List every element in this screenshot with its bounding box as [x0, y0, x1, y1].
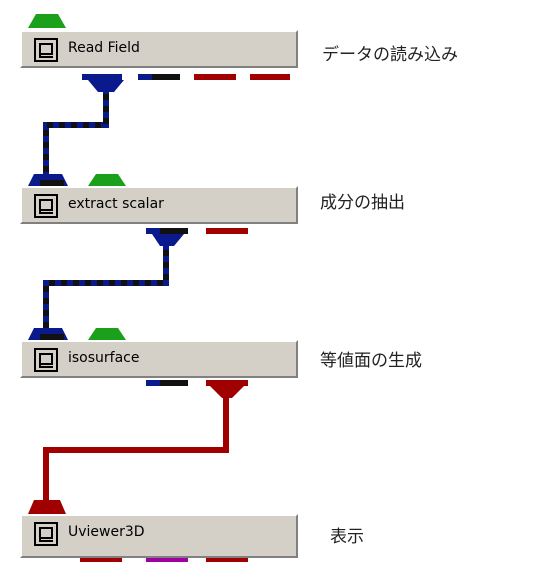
- module-icon[interactable]: [34, 522, 58, 546]
- input-port-geom[interactable]: [28, 500, 66, 514]
- output-port-geom[interactable]: [206, 380, 248, 398]
- module-icon[interactable]: [34, 194, 58, 218]
- connection-wire-field[interactable]: [43, 82, 109, 178]
- module-caption: 成分の抽出: [320, 193, 405, 213]
- input-port-param[interactable]: [28, 14, 66, 28]
- module-label: Read Field: [68, 40, 140, 56]
- output-port-extra[interactable]: [250, 74, 290, 80]
- output-port-geom[interactable]: [206, 228, 248, 234]
- connection-wire-scalar[interactable]: [43, 238, 169, 332]
- output-port-scalar[interactable]: [146, 228, 188, 246]
- module-label: extract scalar: [68, 196, 164, 212]
- module-uviewer3d[interactable]: Uviewer3D: [20, 514, 298, 558]
- input-port-param[interactable]: [88, 174, 126, 186]
- output-port-geom-2[interactable]: [206, 556, 248, 562]
- module-label: Uviewer3D: [68, 524, 145, 540]
- module-icon[interactable]: [34, 38, 58, 62]
- output-port-geom[interactable]: [194, 74, 236, 80]
- input-port-param[interactable]: [88, 328, 126, 340]
- output-port-field[interactable]: [82, 74, 124, 92]
- module-extract-scalar[interactable]: extract scalar: [20, 186, 298, 224]
- module-icon[interactable]: [34, 348, 58, 372]
- output-port-extra[interactable]: [146, 556, 188, 562]
- module-isosurface[interactable]: isosurface: [20, 340, 298, 378]
- module-label: isosurface: [68, 350, 140, 366]
- module-caption: 等値面の生成: [320, 351, 422, 371]
- output-port-geom[interactable]: [80, 556, 122, 562]
- module-caption: 表示: [330, 527, 364, 547]
- module-read-field[interactable]: Read Field: [20, 30, 298, 68]
- module-caption: データの読み込み: [322, 45, 458, 65]
- connection-wire-geometry[interactable]: [43, 392, 229, 506]
